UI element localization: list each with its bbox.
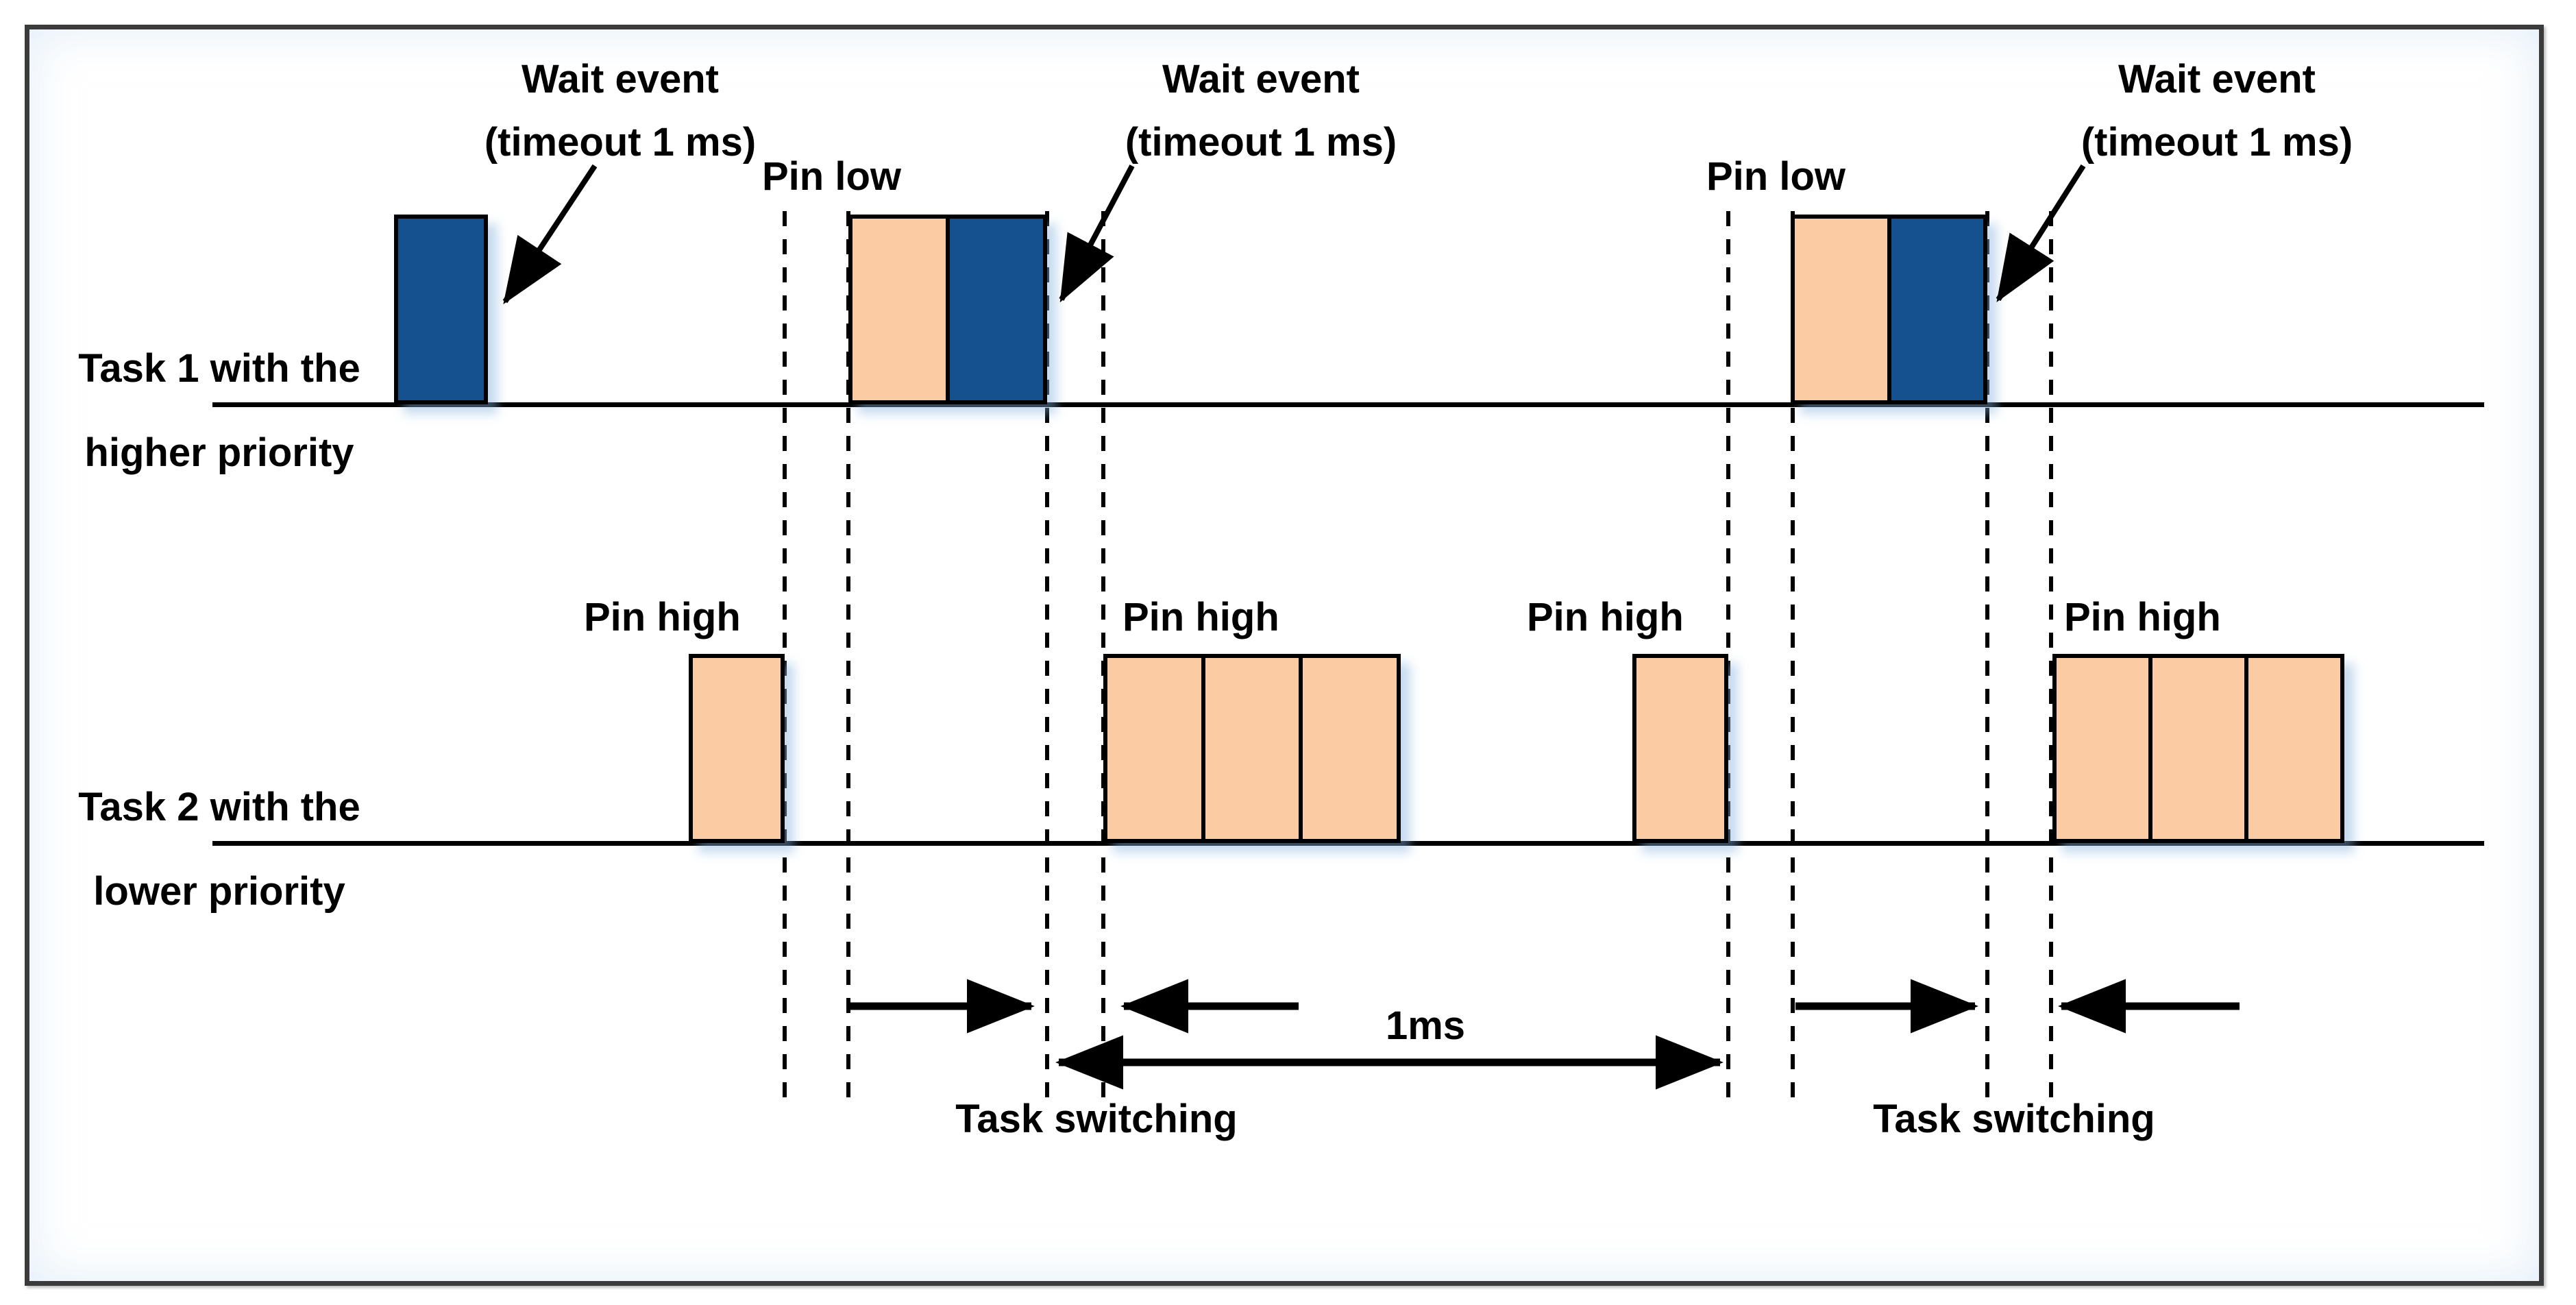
task1-timeline — [212, 402, 2484, 407]
task1-blue-segment — [398, 219, 484, 400]
guide-dash-1 — [783, 211, 787, 1103]
task1-run-wait-block-2 — [848, 215, 1047, 404]
task1-blue-segment — [946, 219, 1043, 400]
wait-event-text: Wait event — [1162, 57, 1360, 101]
task2-orange-segment — [1636, 658, 1724, 839]
task2-run-block-2 — [1103, 654, 1401, 843]
pin-high-label-3: Pin high — [1527, 595, 1684, 639]
wait-event-timeout-text: (timeout 1 ms) — [484, 120, 757, 164]
task2-run-block-1 — [689, 654, 785, 843]
wait-event-timeout-text: (timeout 1 ms) — [2081, 120, 2353, 164]
task2-orange-segment — [1107, 658, 1201, 839]
pin-high-label-1: Pin high — [584, 595, 741, 639]
task1-run-wait-block-3 — [1791, 215, 1987, 404]
wait-event-annotation-3: Wait event (timeout 1 ms) — [2025, 48, 2409, 174]
task-switching-label-2: Task switching — [1873, 1097, 2155, 1141]
task1-pin-segment — [852, 219, 946, 400]
task2-orange-segment — [2148, 658, 2244, 839]
pin-low-label-2: Pin low — [1706, 154, 1845, 199]
task1-wait-block-1 — [394, 215, 488, 404]
guide-dash-7 — [1985, 211, 1989, 1103]
task2-orange-segment — [2057, 658, 2148, 839]
task2-timeline — [212, 841, 2484, 846]
task1-label-line2: higher priority — [84, 430, 354, 475]
task2-run-block-4 — [2052, 654, 2344, 843]
task2-orange-segment — [1299, 658, 1397, 839]
wait-event-timeout-text: (timeout 1 ms) — [1125, 120, 1397, 164]
guide-dash-6 — [1791, 211, 1795, 1103]
wait-event-text: Wait event — [2118, 57, 2316, 101]
task2-label-line1: Task 2 with the — [78, 785, 360, 829]
wait-event-annotation-1: Wait event (timeout 1 ms) — [428, 48, 812, 174]
task-switching-label-1: Task switching — [955, 1097, 1238, 1141]
wait-event-text: Wait event — [522, 57, 719, 101]
wait-event-annotation-2: Wait event (timeout 1 ms) — [1069, 48, 1453, 174]
pin-high-label-2: Pin high — [1123, 595, 1279, 639]
task2-run-block-3 — [1632, 654, 1728, 843]
guide-dash-8 — [2049, 211, 2053, 1103]
guide-dash-5 — [1726, 211, 1730, 1103]
task2-orange-segment — [693, 658, 781, 839]
task1-pin-segment — [1795, 219, 1887, 400]
interval-1ms-label: 1ms — [1385, 1003, 1466, 1048]
guide-dash-2 — [846, 211, 850, 1103]
task1-blue-segment — [1887, 219, 1983, 400]
task1-label-line1: Task 1 with the — [78, 346, 360, 391]
task2-orange-segment — [1201, 658, 1299, 839]
guide-dash-3 — [1045, 211, 1049, 1103]
task2-label-line2: lower priority — [93, 869, 345, 914]
task2-orange-segment — [2244, 658, 2340, 839]
pin-low-label-1: Pin low — [762, 154, 901, 199]
pin-high-label-4: Pin high — [2064, 595, 2221, 639]
